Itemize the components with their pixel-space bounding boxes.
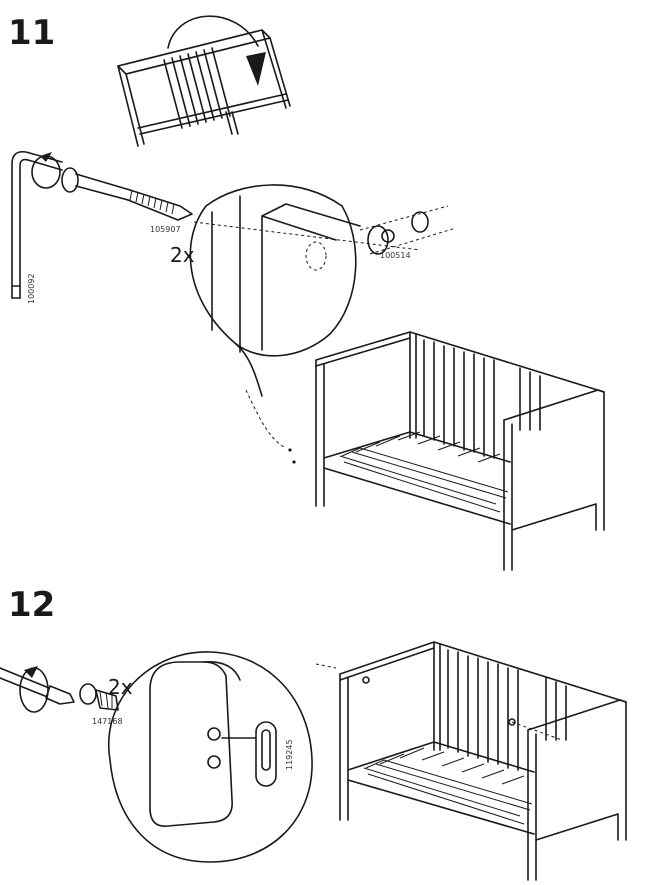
dowel-icon [79,683,119,711]
barrel-nut-icon [359,205,457,255]
rotate-arrow-icon [246,52,266,86]
step-11-number: 11 [8,13,55,53]
part-id-allen-key: 100092 [27,273,36,304]
zoom-detail-circle [189,184,421,449]
flip-crib-illustration [117,15,291,147]
part-id-cam-lock: 119245 [285,739,294,770]
turn-arrow-icon [40,152,52,162]
part-id-barrel-nut: 100514 [380,251,411,260]
crib-illustration-step-11 [288,331,605,571]
step-11: 11 100092 105907 2x [8,13,605,571]
turn-arrow-icon-2 [24,666,38,678]
part-id-dowel: 147168 [92,717,123,726]
allen-key-icon [11,150,63,299]
part-id-bolt: 105907 [150,225,181,234]
step-12-number: 12 [8,585,55,625]
zoom-detail-circle-2 [107,651,337,863]
screwdriver-icon [0,666,75,713]
crib-illustration-step-12 [339,641,627,881]
step-12-quantity: 2x [108,675,133,699]
bolt-icon [61,167,193,221]
step-12: 12 147168 2x 119245 [0,585,627,881]
